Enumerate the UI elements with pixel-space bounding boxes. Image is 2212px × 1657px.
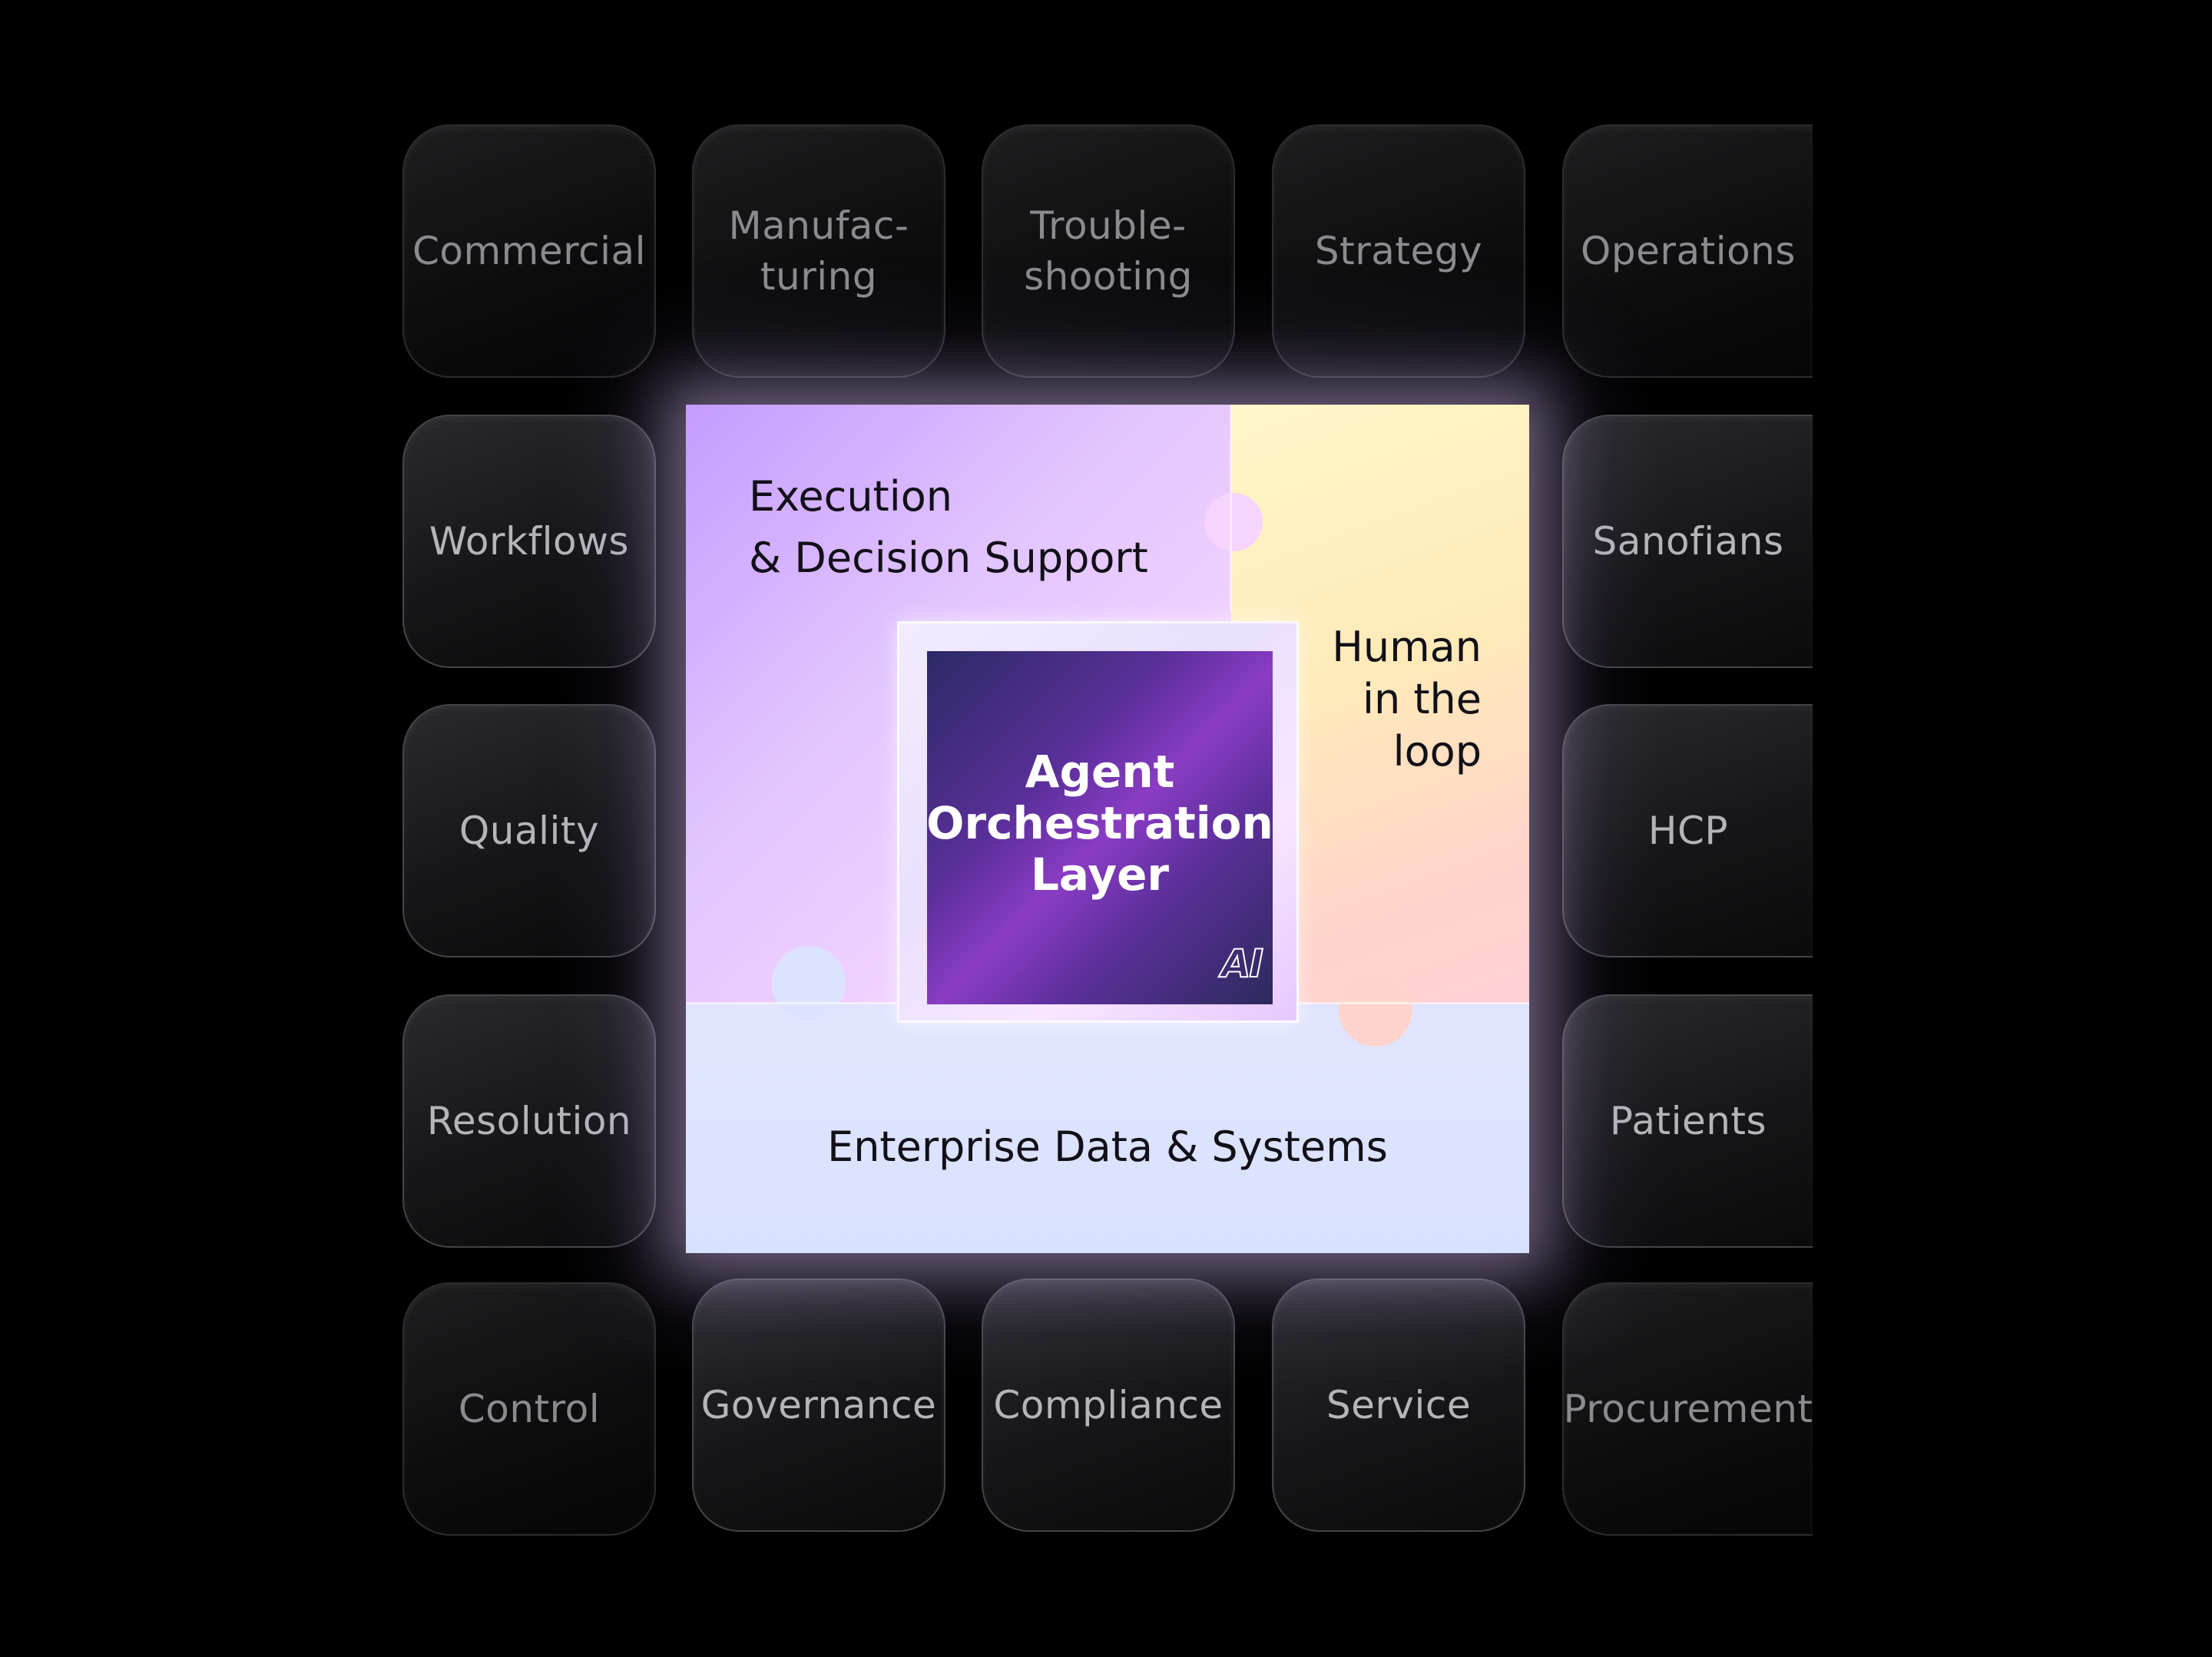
tile-label: Governance [701,1380,937,1430]
tile-commercial: Commercial [402,124,656,378]
core-frame: Agent Orchestration Layer AI [897,621,1299,1023]
enterprise-data-label: Enterprise Data & Systems [686,1120,1529,1174]
tile-quality: Quality [402,704,656,957]
tile-label: Sanofians [1592,516,1783,567]
tile-strategy: Strategy [1272,124,1525,378]
tile-operations: Operations [1562,124,1813,378]
center-puzzle: Execution & Decision Support Human in th… [686,405,1529,1253]
tile-label: Resolution [427,1096,631,1146]
tile-troubleshooting: Trouble- shooting [982,124,1235,378]
tile-control: Control [402,1282,656,1536]
tile-patients: Patients [1562,994,1813,1248]
tile-label: Compliance [993,1380,1223,1430]
agent-orchestration-core: Agent Orchestration Layer AI [927,651,1273,1004]
core-title: Agent Orchestration Layer [926,746,1273,901]
tile-governance: Governance [692,1278,945,1532]
tile-label: Procurement [1564,1384,1813,1434]
tile-manufacturing: Manufac- turing [692,124,945,378]
execution-label: Execution & Decision Support [749,466,1148,589]
tile-hcp: HCP [1562,704,1813,957]
human-in-loop-label: Human in the loop [1282,621,1482,778]
tile-label: Control [459,1384,600,1434]
tile-compliance: Compliance [982,1278,1235,1532]
tile-label: Operations [1581,226,1796,276]
puzzle-knob [772,946,846,1020]
tile-label: Manufac- turing [729,200,909,302]
tile-resolution: Resolution [402,994,656,1248]
puzzle-knob [1339,973,1412,1047]
tile-service: Service [1272,1278,1525,1532]
tile-label: Commercial [412,226,646,276]
tile-procurement: Procurement [1562,1282,1813,1536]
tile-label: Patients [1610,1096,1767,1146]
tile-label: Trouble- shooting [1024,200,1193,302]
ai-icon: AI [1221,941,1262,986]
tile-label: Strategy [1315,226,1482,276]
puzzle-knob [1204,493,1263,551]
tile-label: Quality [459,805,599,856]
tile-label: HCP [1648,805,1728,856]
tile-workflows: Workflows [402,415,656,668]
tile-label: Workflows [429,516,629,567]
tile-sanofians: Sanofians [1562,415,1813,668]
tile-label: Service [1326,1380,1471,1430]
puzzle-seam [1230,405,1232,612]
